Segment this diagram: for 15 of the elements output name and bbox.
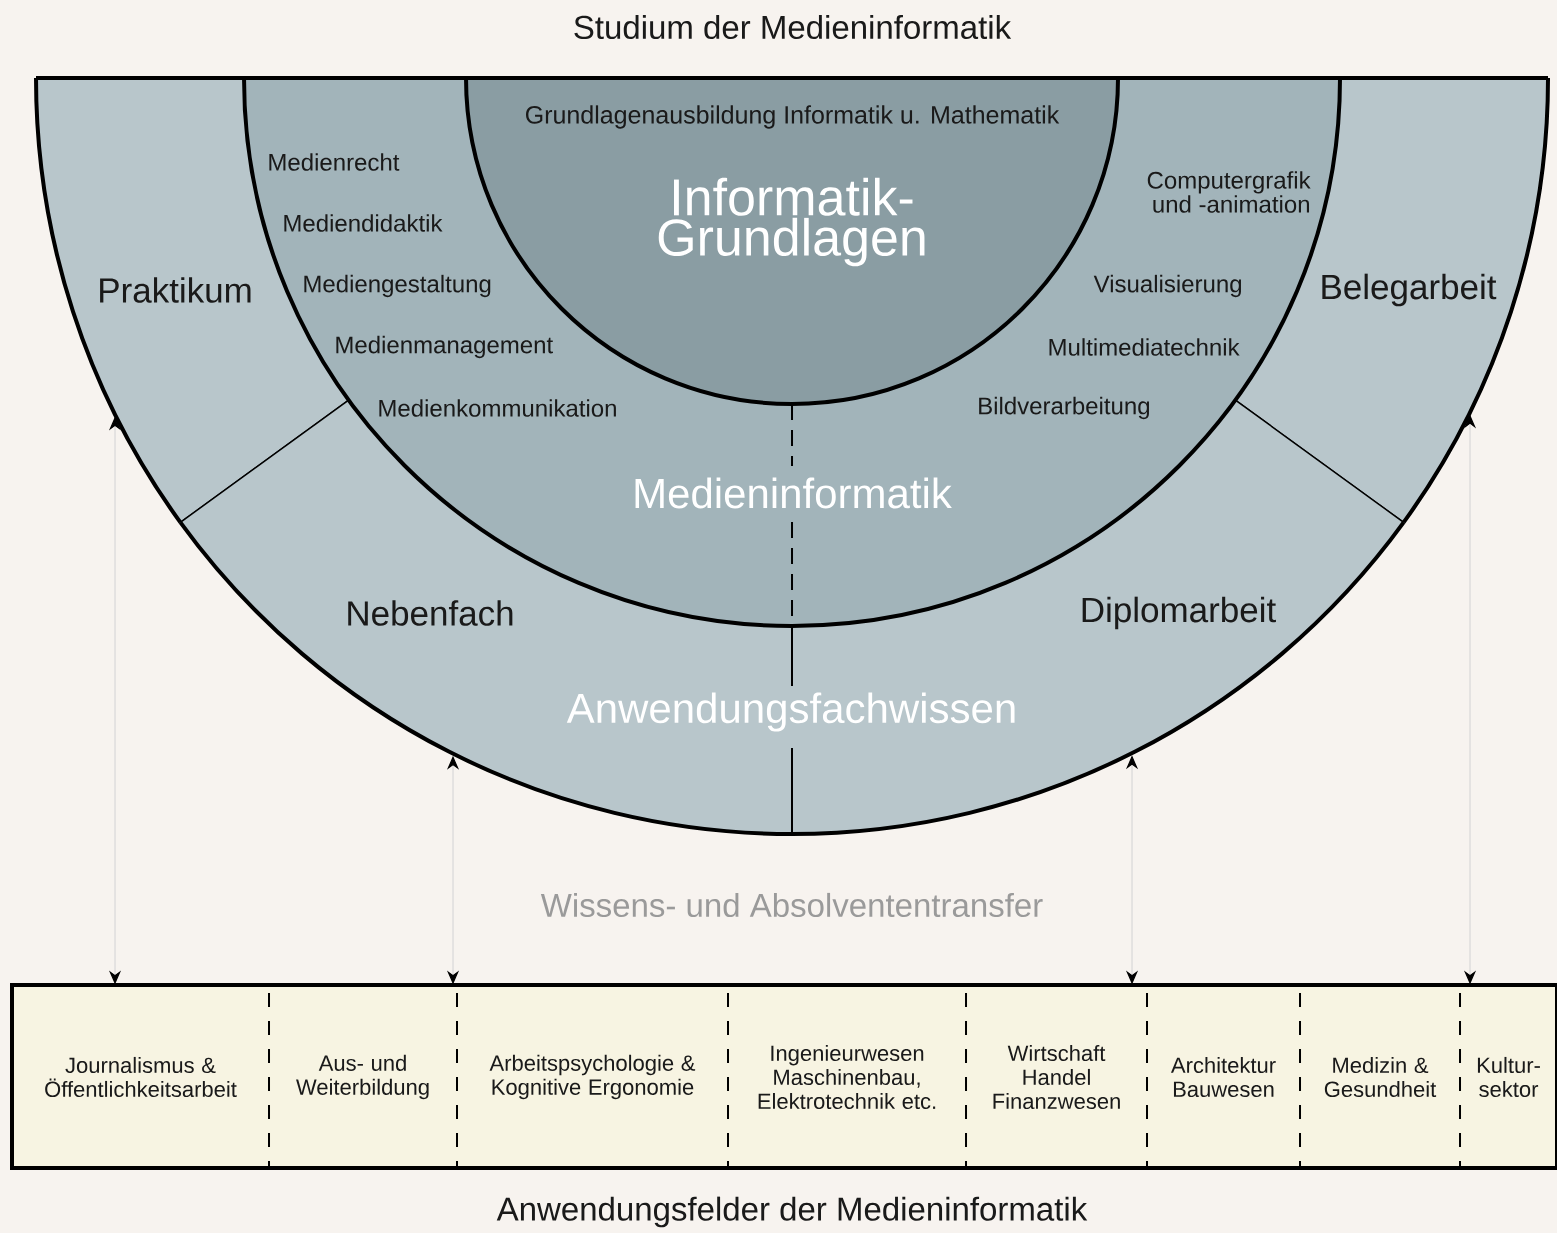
field-name: Aus- und Weiterbildung	[296, 1054, 429, 1100]
field-name: Medizin & Gesundheit	[1324, 1056, 1437, 1098]
field-name: Ingenieurwesen Maschinenbau, Elektrotechnik etc.	[758, 1044, 936, 1110]
band-title: Anwendungsfachwissen	[566, 692, 1015, 732]
field-name: Architektur Bauwesen	[1170, 1056, 1276, 1098]
ring-title: Medieninformatik	[635, 477, 952, 509]
field-name: Wirtschaft Handel Finanzwesen	[993, 1044, 1120, 1110]
transfer-label: Wissens- und Absolvententransfer	[540, 892, 1043, 918]
node-label: Belegarbeit	[1322, 273, 1497, 307]
field-name: Journalismus & Öffentlichkeitsarbeit	[45, 1056, 237, 1098]
node-label: Praktikum	[100, 277, 251, 303]
field-name: Kultur- sektor	[1477, 1056, 1540, 1098]
panel-caption: Anwendungsfelder der Medieninformatik	[496, 1196, 1088, 1228]
field-name: Arbeitspsychologie & Kognitive Ergonomie	[489, 1054, 696, 1100]
title: Studium der Medieninformatik	[574, 14, 1012, 40]
